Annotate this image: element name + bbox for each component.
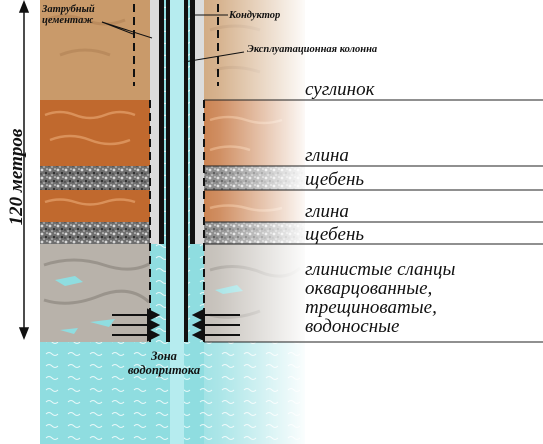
layer-leader-lines: [204, 99, 543, 343]
layer-label-clay-2: глина: [305, 201, 349, 222]
layer-label-shale-1: глинистые сланцы: [305, 259, 456, 280]
casing-pipe-right: [184, 0, 188, 342]
depth-arrow: [18, 0, 30, 341]
annular-cement-right: [195, 0, 204, 244]
layer-label-gravel-1: щебень: [305, 169, 365, 190]
cement-callout: Затрубный цементаж: [42, 4, 95, 26]
inflow-arrows: [112, 308, 240, 342]
casing-pipe-left: [166, 0, 170, 342]
layer-label-shale-3: трещиноватые,: [305, 297, 437, 318]
layer-label-loam: суглинок: [305, 79, 375, 100]
conductor-pipe-left: [159, 0, 164, 244]
wellbore: [150, 0, 204, 444]
callout-lines: [101, 14, 245, 63]
layer-label-shale-2: окварцованные,: [305, 278, 433, 299]
inflow-zone-label: Зона водопритока: [127, 349, 201, 377]
depth-label: 120 метров: [6, 128, 27, 226]
conductor-callout: Кондуктор: [229, 10, 281, 21]
conductor-pipe-right: [190, 0, 195, 244]
layer-label-clay-1: глина: [305, 145, 349, 166]
annular-cement-left: [150, 0, 159, 244]
borehole-walls: [133, 4, 219, 342]
layer-label-shale-4: водоносные: [305, 316, 400, 337]
casing-callout: Эксплуатационная колонна: [247, 44, 378, 55]
layer-label-gravel-2: щебень: [305, 224, 365, 245]
